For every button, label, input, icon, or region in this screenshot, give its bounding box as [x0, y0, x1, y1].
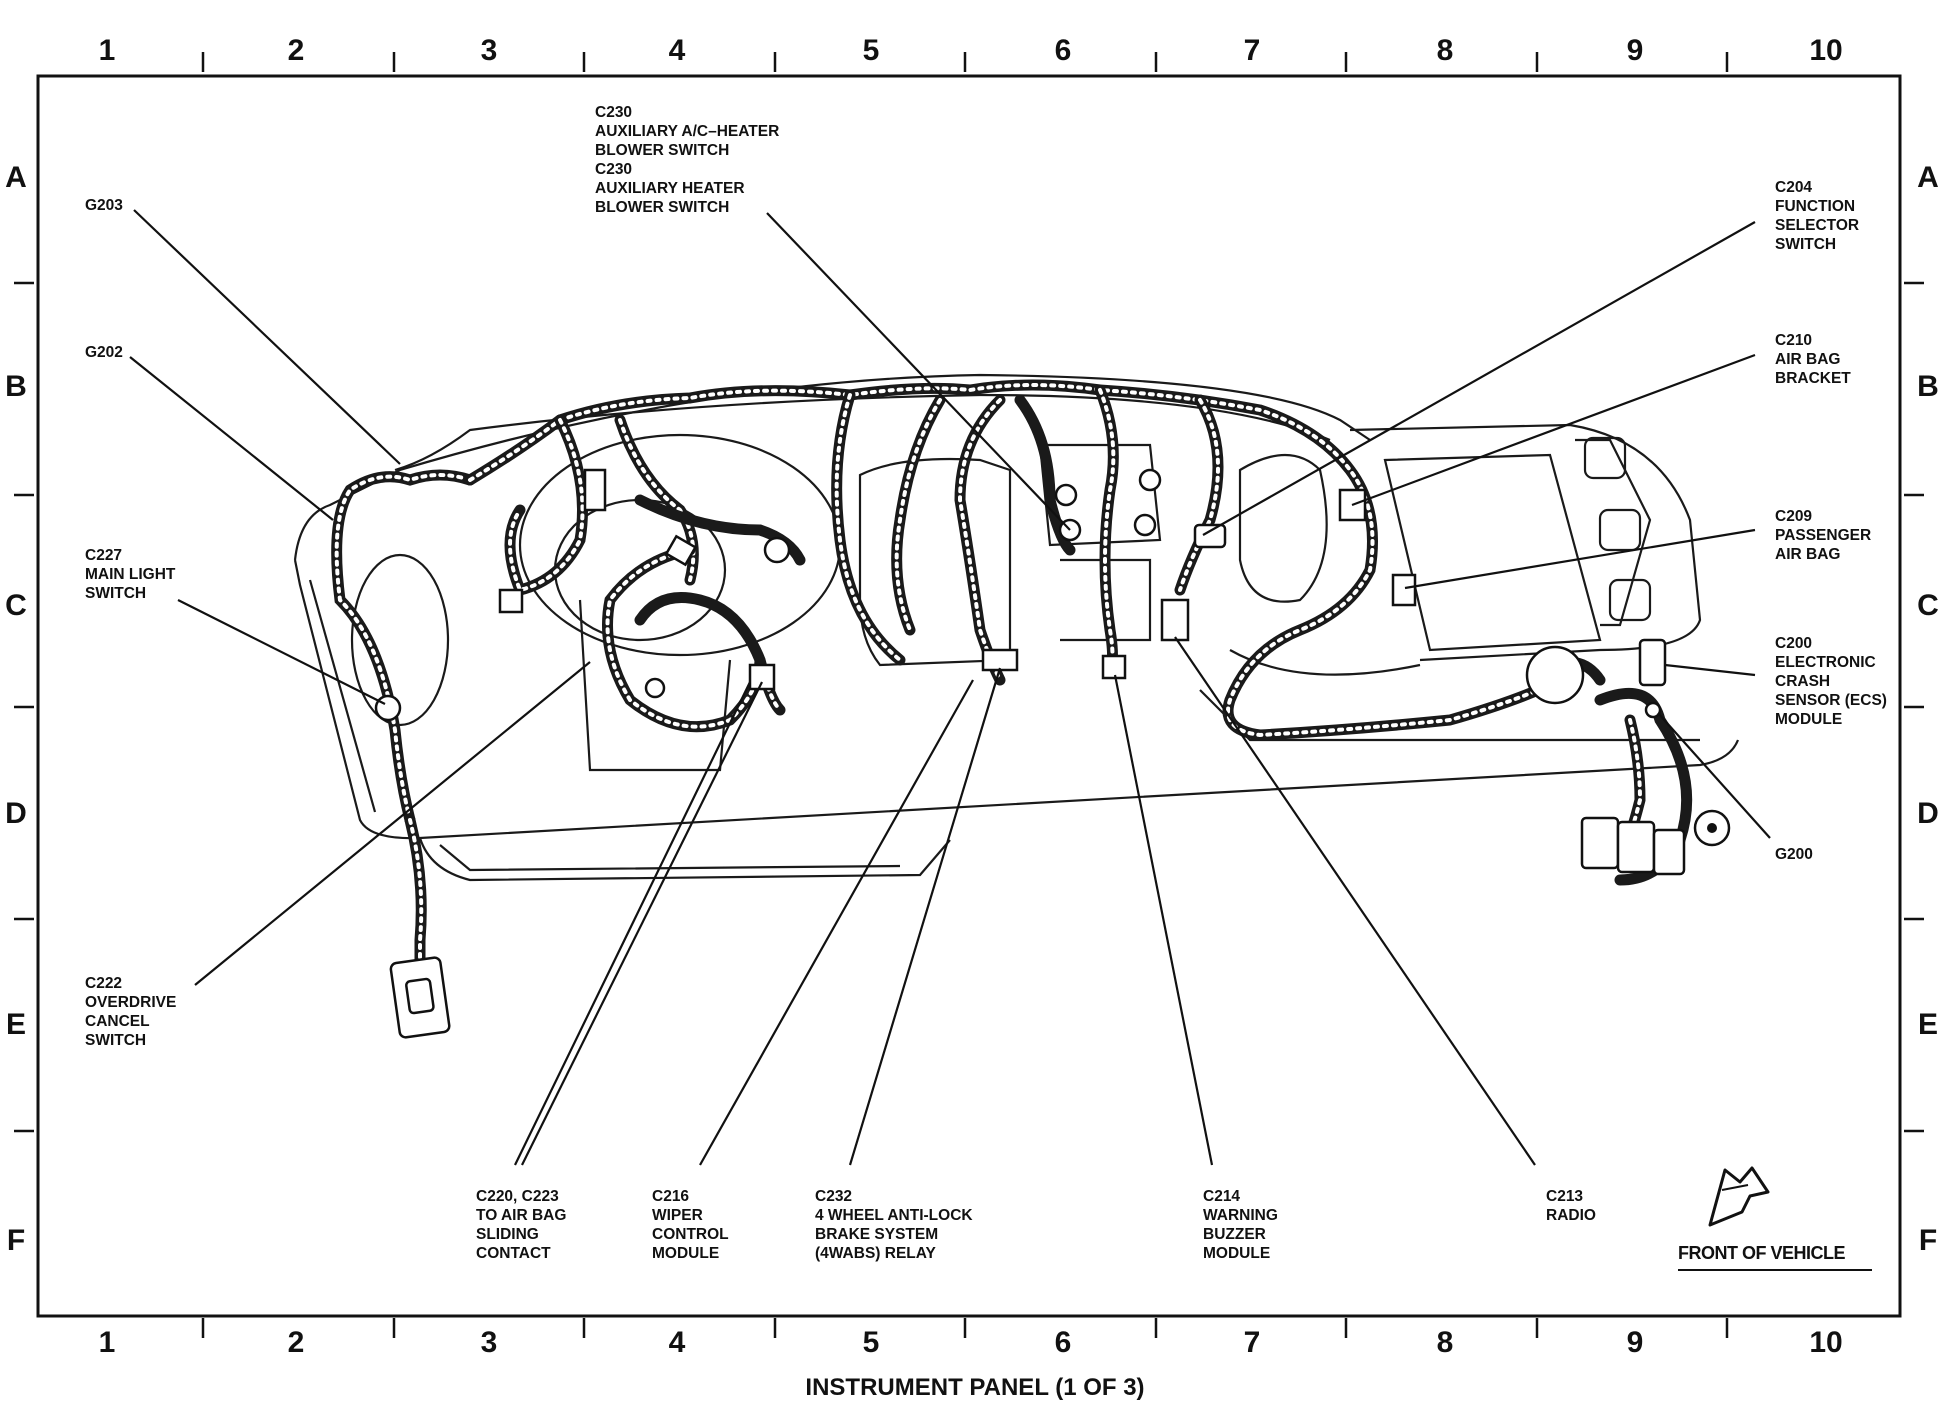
callout-c213: C213 RADIO: [1546, 1188, 1596, 1224]
grid-row-label: E: [1918, 1008, 1938, 1041]
grid-col-label: 3: [481, 34, 498, 67]
grid-col-label: 8: [1437, 34, 1454, 67]
callouts: G203 G202 C227 MAIN LIGHT SWITCH C222 OV…: [85, 104, 1891, 1262]
grid-col-label: 4: [669, 34, 686, 67]
grid-row-labels-right: A B C D E F: [1917, 161, 1939, 1257]
callout-c222: C222 OVERDRIVE CANCEL SWITCH: [85, 975, 181, 1049]
callout-c210: C210 AIR BAG BRACKET: [1775, 332, 1851, 387]
front-of-vehicle-indicator: FRONT OF VEHICLE: [1678, 1166, 1872, 1271]
grid-col-label: 5: [863, 1326, 880, 1359]
callout-c227: C227 MAIN LIGHT SWITCH: [85, 547, 180, 602]
grid-col-label: 4: [669, 1326, 686, 1359]
leader-lines: [129, 209, 1771, 1166]
grid-row-label: D: [5, 797, 27, 830]
grid-row-label: A: [1917, 161, 1939, 194]
grid-row-label: E: [6, 1008, 26, 1041]
callout-c232: C232 4 WHEEL ANTI-LOCK BRAKE SYSTEM (4WA…: [815, 1188, 977, 1262]
grid-col-label: 7: [1244, 34, 1261, 67]
grid-row-label: A: [5, 161, 27, 194]
grid-col-label: 6: [1055, 34, 1072, 67]
grid-row-labels-left: A B C D E F: [5, 161, 27, 1257]
grid-row-label: F: [1919, 1224, 1937, 1257]
instrument-panel-outline: [293, 373, 1740, 882]
grid-ticks: [14, 52, 1924, 1338]
grid-col-label: 3: [481, 1326, 498, 1359]
grid-column-labels-bottom: 1 2 3 4 5 6 7 8 9 10: [99, 1326, 1843, 1359]
callout-c214: C214 WARNING BUZZER MODULE: [1203, 1188, 1282, 1262]
grid-col-label: 9: [1627, 1326, 1644, 1359]
grid-row-label: D: [1917, 797, 1939, 830]
wiring-harness: [331, 379, 1693, 971]
grid-row-label: F: [7, 1224, 25, 1257]
grid-row-label: C: [1917, 589, 1939, 622]
callout-c230: C230 AUXILIARY A/C–HEATER BLOWER SWITCH …: [595, 104, 784, 216]
grid-col-label: 6: [1055, 1326, 1072, 1359]
callout-c216: C216 WIPER CONTROL MODULE: [652, 1188, 733, 1262]
grid-col-label: 2: [288, 34, 305, 67]
front-of-vehicle-label: FRONT OF VEHICLE: [1678, 1243, 1845, 1263]
grid-col-label: 5: [863, 34, 880, 67]
grid-col-label: 7: [1244, 1326, 1261, 1359]
grid-col-label: 1: [99, 1326, 116, 1359]
grid-col-label: 2: [288, 1326, 305, 1359]
grid-col-label: 9: [1627, 34, 1644, 67]
front-of-vehicle-arrow-icon: [1708, 1166, 1770, 1227]
grid-row-label: C: [5, 589, 27, 622]
grid-col-label: 8: [1437, 1326, 1454, 1359]
grid-col-label: 10: [1809, 1326, 1842, 1359]
grid-row-label: B: [5, 370, 27, 403]
callout-c209: C209 PASSENGER AIR BAG: [1775, 508, 1876, 563]
callout-c220-c223: C220, C223 TO AIR BAG SLIDING CONTACT: [476, 1188, 571, 1262]
grid-col-label: 1: [99, 34, 116, 67]
connectors: [374, 468, 1731, 1039]
callout-g202: G202: [85, 344, 123, 361]
grid-col-label: 10: [1809, 34, 1842, 67]
diagram-border: [36, 74, 1902, 1318]
callout-g200: G200: [1775, 846, 1813, 863]
grid-column-labels-top: 1 2 3 4 5 6 7 8 9 10: [99, 34, 1843, 67]
callout-c200: C200 ELECTRONIC CRASH SENSOR (ECS) MODUL…: [1775, 635, 1891, 728]
callout-g203: G203: [85, 197, 123, 214]
grid-row-label: B: [1917, 370, 1939, 403]
callout-c204: C204 FUNCTION SELECTOR SWITCH: [1775, 179, 1863, 253]
diagram-title: INSTRUMENT PANEL (1 OF 3): [805, 1374, 1144, 1401]
